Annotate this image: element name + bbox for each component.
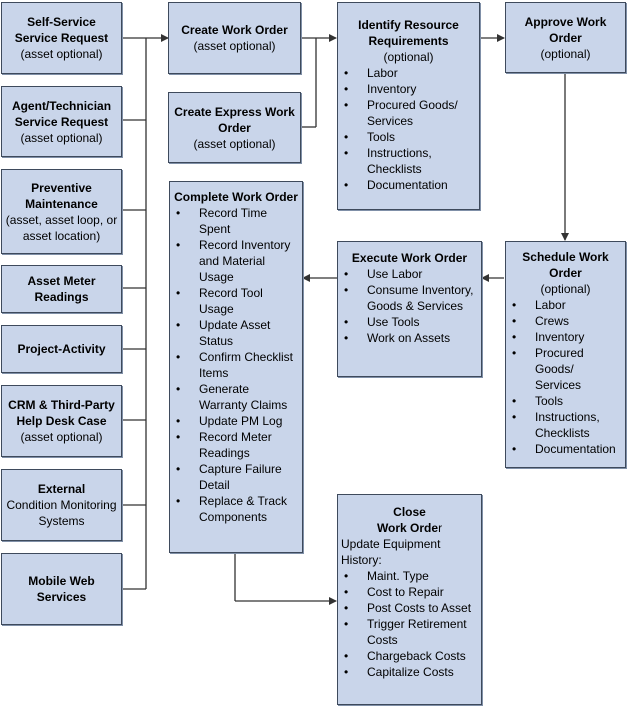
schedule-title: Schedule Work Order — [522, 250, 609, 280]
source-title: Asset Meter Readings — [27, 274, 96, 304]
close-list: Maint. Type Cost to Repair Post Costs to… — [341, 568, 478, 680]
source-mobile-web-services: Mobile Web Services — [1, 553, 122, 625]
list-item: Inventory — [341, 81, 476, 97]
close-title-bold: Work Orde — [376, 521, 439, 535]
close-title-line2: Work Order — [341, 520, 478, 536]
identify-note: (optional) — [383, 50, 434, 64]
list-item: Inventory — [509, 329, 622, 345]
complete-work-order-box: Complete Work Order Record Time Spent Re… — [169, 181, 303, 553]
list-item: Record Time Spent — [173, 205, 299, 237]
list-item: Cost to Repair — [341, 584, 478, 600]
execute-title: Execute Work Order — [351, 251, 468, 265]
list-item: Crews — [509, 313, 622, 329]
list-item: Instructions, Checklists — [509, 409, 622, 441]
execute-work-order-box: Execute Work Order Use Labor Consume Inv… — [337, 241, 482, 377]
close-work-order-box: Close Work Order Update Equipment Histor… — [337, 494, 482, 705]
create-work-order-note: (asset optional) — [193, 39, 276, 53]
source-project-activity: Project-Activity — [1, 325, 122, 373]
source-crm-help-desk-case: CRM & Third-Party Help Desk Case (asset … — [1, 385, 122, 457]
list-item: Record Tool Usage — [173, 285, 299, 317]
source-title: Preventive Maintenance — [25, 180, 98, 211]
source-title: Mobile Web Services — [28, 574, 95, 604]
close-title-line1: Close — [393, 505, 426, 519]
list-item: Update PM Log — [173, 413, 299, 429]
list-item: Post Costs to Asset — [341, 600, 478, 616]
create-work-order-box: Create Work Order (asset optional) — [168, 2, 301, 74]
source-title: External — [37, 482, 86, 496]
list-item: Capitalize Costs — [341, 664, 478, 680]
list-item: Tools — [341, 129, 476, 145]
complete-title: Complete Work Order — [174, 190, 298, 204]
source-title: Agent/Technician Service Request — [11, 98, 112, 129]
list-item: Record Meter Readings — [173, 429, 299, 461]
close-intro: Update Equipment History: — [341, 537, 441, 567]
list-item: Generate Warranty Claims — [173, 381, 299, 413]
source-title: Self-Service Service Request — [14, 15, 109, 45]
list-item: Use Tools — [341, 314, 478, 330]
create-work-order-title: Create Work Order — [181, 23, 288, 37]
list-item: Documentation — [509, 441, 622, 457]
create-express-work-order-box: Create Express Work Order (asset optiona… — [168, 92, 301, 163]
list-item: Replace & Track Components — [173, 493, 299, 525]
list-item: Documentation — [341, 177, 476, 193]
list-item: Trigger Retirement Costs — [341, 616, 478, 648]
source-title: CRM & Third-Party Help Desk Case — [8, 398, 115, 428]
list-item: Record Inventory and Material Usage — [173, 237, 299, 285]
identify-resource-requirements-box: Identify Resource Requirements (optional… — [337, 2, 480, 210]
schedule-list: Labor Crews Inventory Procured Goods/ Se… — [509, 297, 622, 457]
list-item: Procured Goods/ Services — [341, 97, 476, 129]
schedule-work-order-box: Schedule Work Order (optional) Labor Cre… — [505, 241, 626, 468]
source-note: (asset, asset loop, or asset location) — [5, 212, 118, 243]
list-item: Instructions, Checklists — [341, 145, 476, 177]
list-item: Chargeback Costs — [341, 648, 478, 664]
identify-list: Labor Inventory Procured Goods/ Services… — [341, 65, 476, 193]
list-item: Tools — [509, 393, 622, 409]
list-item: Procured Goods/ Services — [509, 345, 622, 393]
create-express-title: Create Express Work Order — [174, 104, 295, 135]
list-item: Work on Assets — [341, 330, 478, 346]
approve-title: Approve Work Order — [524, 14, 607, 45]
approve-work-order-box: Approve Work Order (optional) — [505, 2, 626, 73]
execute-list: Use Labor Consume Inventory, Goods & Ser… — [341, 266, 478, 346]
source-self-service-request: Self-Service Service Request (asset opti… — [1, 2, 122, 74]
list-item: Use Labor — [341, 266, 478, 282]
source-note: (asset optional) — [20, 430, 103, 444]
source-title: Project-Activity — [17, 342, 106, 356]
list-item: Labor — [341, 65, 476, 81]
source-note: Condition Monitoring Systems — [6, 498, 117, 528]
create-express-note: (asset optional) — [193, 136, 276, 151]
list-item: Consume Inventory, Goods & Services — [341, 282, 478, 314]
identify-title: Identify Resource Requirements — [358, 18, 459, 48]
list-item: Capture Failure Detail — [173, 461, 299, 493]
list-item: Update Asset Status — [173, 317, 299, 349]
source-asset-meter-readings: Asset Meter Readings — [1, 265, 122, 313]
list-item: Labor — [509, 297, 622, 313]
source-agent-technician-request: Agent/Technician Service Request (asset … — [1, 86, 122, 157]
schedule-note: (optional) — [540, 282, 591, 296]
approve-note: (optional) — [540, 46, 591, 61]
source-preventive-maintenance: Preventive Maintenance (asset, asset loo… — [1, 169, 122, 254]
close-title-tail: r — [438, 521, 443, 535]
source-external-condition-monitoring: External Condition Monitoring Systems — [1, 469, 122, 541]
source-note: (asset optional) — [20, 130, 103, 145]
list-item: Maint. Type — [341, 568, 478, 584]
complete-list: Record Time Spent Record Inventory and M… — [173, 205, 299, 525]
list-item: Confirm Checklist Items — [173, 349, 299, 381]
source-note: (asset optional) — [20, 47, 103, 61]
